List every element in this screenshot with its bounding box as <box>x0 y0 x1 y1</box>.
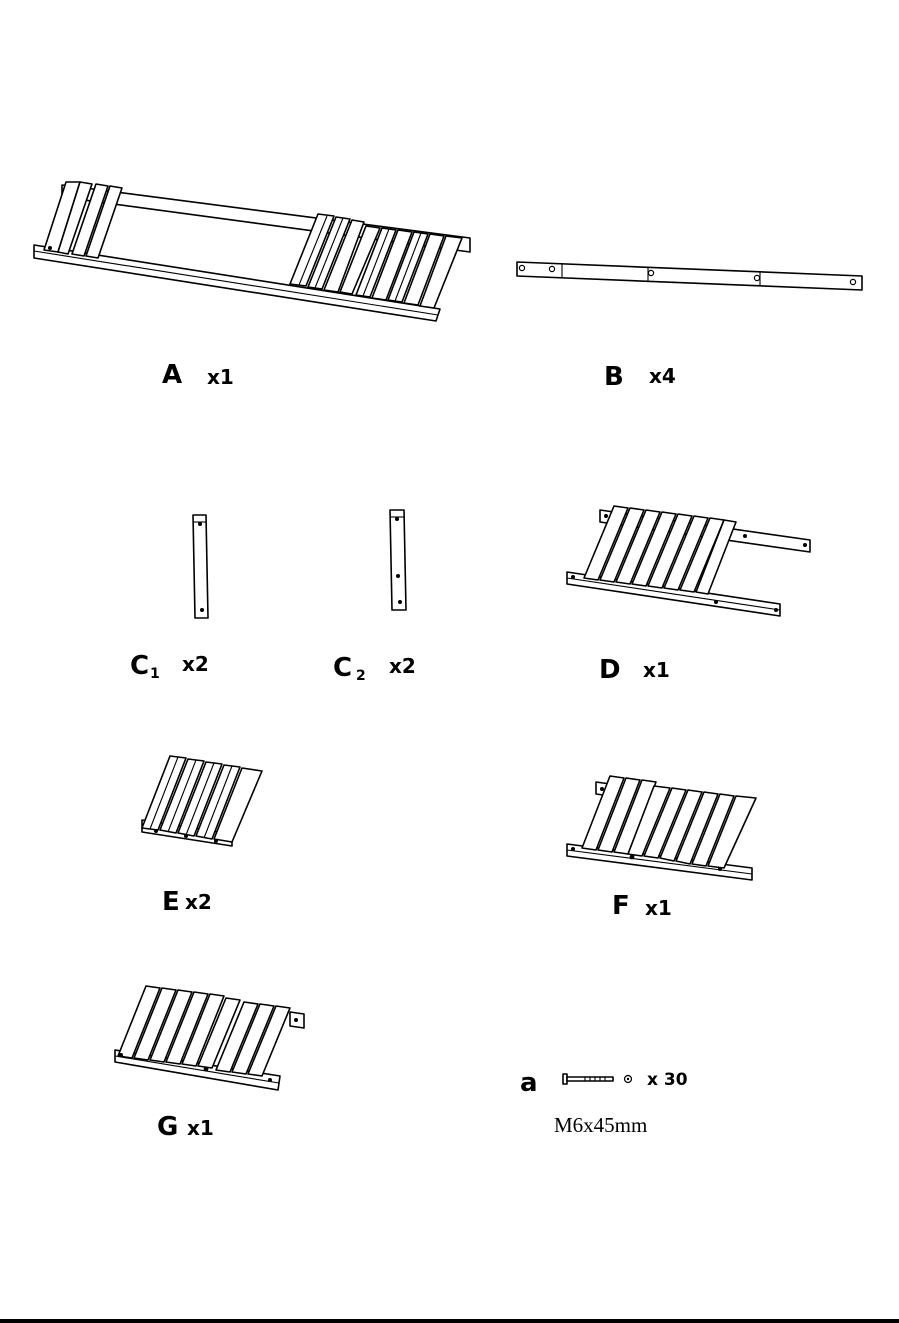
part-f-drawing <box>567 776 756 880</box>
part-c2-letter: C <box>333 653 352 683</box>
part-d-drawing <box>567 506 810 616</box>
part-a-letter: A <box>162 360 182 390</box>
part-f-qty: x1 <box>645 896 672 920</box>
hardware-qty: x 30 <box>647 1070 688 1090</box>
page-bottom-edge <box>0 1319 899 1323</box>
part-g-qty: x1 <box>187 1116 214 1140</box>
part-d-letter: D <box>599 655 621 685</box>
part-a-qty: x1 <box>207 365 234 389</box>
part-b-letter: B <box>604 362 624 392</box>
part-e-letter: E <box>162 887 180 917</box>
part-a-drawing <box>34 182 470 321</box>
part-e-qty: x2 <box>185 890 212 914</box>
part-c2-subscript: 2 <box>356 668 366 684</box>
part-e-drawing <box>142 756 262 846</box>
part-c1-letter: C <box>130 651 149 681</box>
part-c1-drawing <box>193 515 208 618</box>
part-b-drawing <box>517 262 862 290</box>
part-g-drawing <box>115 986 304 1090</box>
part-g-letter: G <box>157 1112 178 1142</box>
hardware-letter: a <box>520 1068 538 1098</box>
part-b-qty: x4 <box>649 364 676 388</box>
part-d-qty: x1 <box>643 658 670 682</box>
part-f-letter: F <box>612 891 630 921</box>
bolt-icon <box>563 1074 613 1084</box>
hardware-spec: M6x45mm <box>554 1113 647 1137</box>
nut-icon <box>625 1076 632 1083</box>
part-c2-drawing <box>390 510 406 610</box>
part-c2-qty: x2 <box>389 654 416 678</box>
part-c1-subscript: 1 <box>150 666 160 682</box>
part-c1-qty: x2 <box>182 652 209 676</box>
